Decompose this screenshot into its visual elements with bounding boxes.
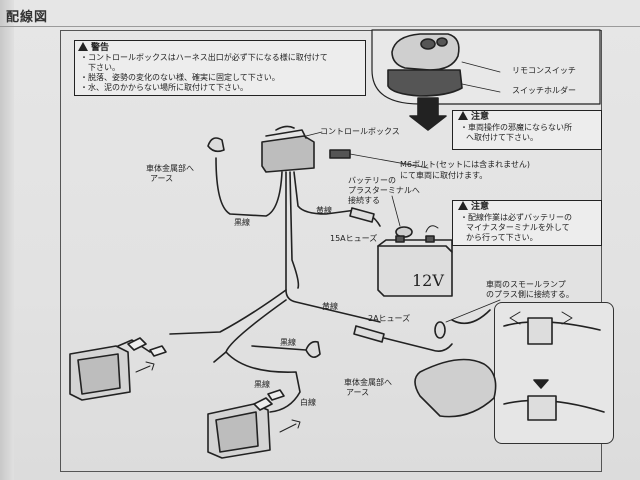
caution-2-heading-text: 注意 xyxy=(471,202,490,212)
fuse-2a-shape xyxy=(353,325,385,343)
battery-plus-label-2: プラスターミナルへ xyxy=(348,186,420,195)
caution-1-heading-text: 注意 xyxy=(471,112,490,122)
holder-leader-line xyxy=(461,83,501,93)
inset-down-arrow-icon xyxy=(533,379,549,389)
harness-bottom-2 xyxy=(225,351,301,413)
harness-center-down xyxy=(289,171,300,289)
battery-plus-label-3: 接続する xyxy=(348,196,380,205)
caution-triangle-icon xyxy=(458,201,468,210)
battery-voltage-label: 12V xyxy=(412,271,444,290)
inset-arrow-left-icon xyxy=(509,311,521,325)
caution-2-line-3: から行って下さい。 xyxy=(466,233,538,242)
caution-triangle-icon xyxy=(458,111,468,120)
bolt-leader-line xyxy=(349,153,429,169)
ground-eyelet-top xyxy=(207,137,225,153)
white-wire-label: 白線 xyxy=(300,398,316,407)
harness-black-top xyxy=(215,157,283,217)
warning-line-1: ・コントロールボックスはハーネス出口が必ず下になる様に取付けて xyxy=(80,53,328,62)
battery-leader-line xyxy=(391,195,401,227)
caution-1-heading: 注意 xyxy=(458,111,489,122)
inset-tap-connector xyxy=(527,317,553,345)
control-box-label: コントロールボックス xyxy=(320,127,400,136)
warning-triangle-icon xyxy=(78,42,88,51)
battery-minus-arrow-icon xyxy=(425,225,439,233)
battery-top xyxy=(377,239,453,253)
black-wire-label-2: 黒線 xyxy=(280,338,296,347)
ground-top-label-2: アース xyxy=(150,174,174,183)
yellow-wire-label-1: 黄線 xyxy=(316,206,332,215)
fuse-15a-label: 15Aヒューズ xyxy=(330,234,378,243)
bolt-label-line-2: にて車両に取付けます。 xyxy=(400,171,488,180)
caution-box-2 xyxy=(452,200,602,246)
inset-tap-connector-2 xyxy=(527,395,557,421)
ground-top-label-1: 車体金属部へ xyxy=(146,164,194,173)
caution-1-line-1: ・車両操作の邪魔にならない所 xyxy=(460,123,572,132)
remote-button-1 xyxy=(420,38,436,50)
lamp-right-plug-1 xyxy=(253,397,273,411)
remote-button-2 xyxy=(436,37,448,47)
black-wire-label-1: 黒線 xyxy=(234,218,250,227)
control-box-tab xyxy=(275,125,295,131)
harness-bottom xyxy=(213,299,287,363)
warning-line-4: ・水、泥のかからない場所に取付けて下さい。 xyxy=(80,83,248,92)
fuse-2a-label: 2Aヒューズ xyxy=(368,314,411,323)
title-rule xyxy=(0,26,640,27)
warning-heading-text: 警告 xyxy=(91,43,110,53)
page-binding-shadow xyxy=(0,0,14,480)
remote-leader-line xyxy=(461,61,501,73)
yellow-wire-label-2: 黄線 xyxy=(322,302,338,311)
lamp-right-plug-2 xyxy=(267,389,285,401)
ground-bottom-wire xyxy=(251,345,307,351)
control-box-top xyxy=(265,129,307,139)
page-title: 配線図 xyxy=(6,10,49,25)
switch-holder-label: スイッチホルダー xyxy=(512,86,576,95)
lamp-left-connector xyxy=(117,339,151,353)
lamp-left-plug-2 xyxy=(149,345,167,357)
small-lamp-label-1: 車両のスモールランプ xyxy=(486,280,566,289)
caution-2-heading: 注意 xyxy=(458,201,489,212)
bolt-label-line-1: M6ボルト(セットには含まれません) xyxy=(400,160,530,169)
fuse-15a-shape xyxy=(349,207,375,223)
caution-2-line-1: ・配線作業は必ずバッテリーの xyxy=(460,213,572,222)
diagram-frame xyxy=(60,30,602,472)
fog-lamp-right-lens xyxy=(215,411,259,453)
caution-2-line-2: マイナスターミナルを外して xyxy=(466,223,570,232)
remote-switch-label: リモコンスイッチ xyxy=(512,66,576,75)
warning-line-3: ・脱落、姿勢の変化のない様、確実に固定して下さい。 xyxy=(80,73,280,82)
m6-bolt-icon xyxy=(329,149,351,159)
battery-minus-terminal xyxy=(425,235,435,243)
lamp-left-arrows-icon xyxy=(135,361,155,373)
black-wire-label-3: 黒線 xyxy=(254,380,270,389)
fog-lamp-left-lens xyxy=(77,353,121,395)
small-lamp-leader xyxy=(445,299,501,323)
inset-arrow-right-icon xyxy=(561,311,573,325)
battery-plus-terminal xyxy=(395,235,405,243)
vehicle-headlamp xyxy=(414,358,497,418)
lamp-left-plug-1 xyxy=(127,337,147,351)
warning-line-2: 下さい。 xyxy=(80,63,120,72)
battery-plus-label-1: バッテリーの xyxy=(348,176,396,185)
harness-to-lamp xyxy=(383,337,453,352)
caution-box-1 xyxy=(452,110,602,150)
control-box-leader-line xyxy=(305,131,323,137)
ground-bottom-label-2: アース xyxy=(346,388,370,397)
switch-holder-shape xyxy=(387,69,463,97)
mount-arrow-icon xyxy=(409,97,447,131)
lamp-right-arrows-icon xyxy=(279,419,301,433)
battery-body xyxy=(377,245,453,297)
harness-clip xyxy=(434,321,446,339)
harness-left xyxy=(169,289,287,335)
ground-eyelet-bottom xyxy=(305,340,321,358)
vehicle-headlamp-outline xyxy=(451,309,491,325)
caution-1-line-2: へ取付けて下さい。 xyxy=(466,133,538,142)
ground-bottom-label-1: 車体金属部へ xyxy=(344,378,392,387)
warning-heading: 警告 xyxy=(78,42,109,53)
control-box-shape xyxy=(261,135,315,173)
warning-box xyxy=(74,40,366,96)
small-lamp-label-2: のプラス側に接続する。 xyxy=(486,290,574,299)
